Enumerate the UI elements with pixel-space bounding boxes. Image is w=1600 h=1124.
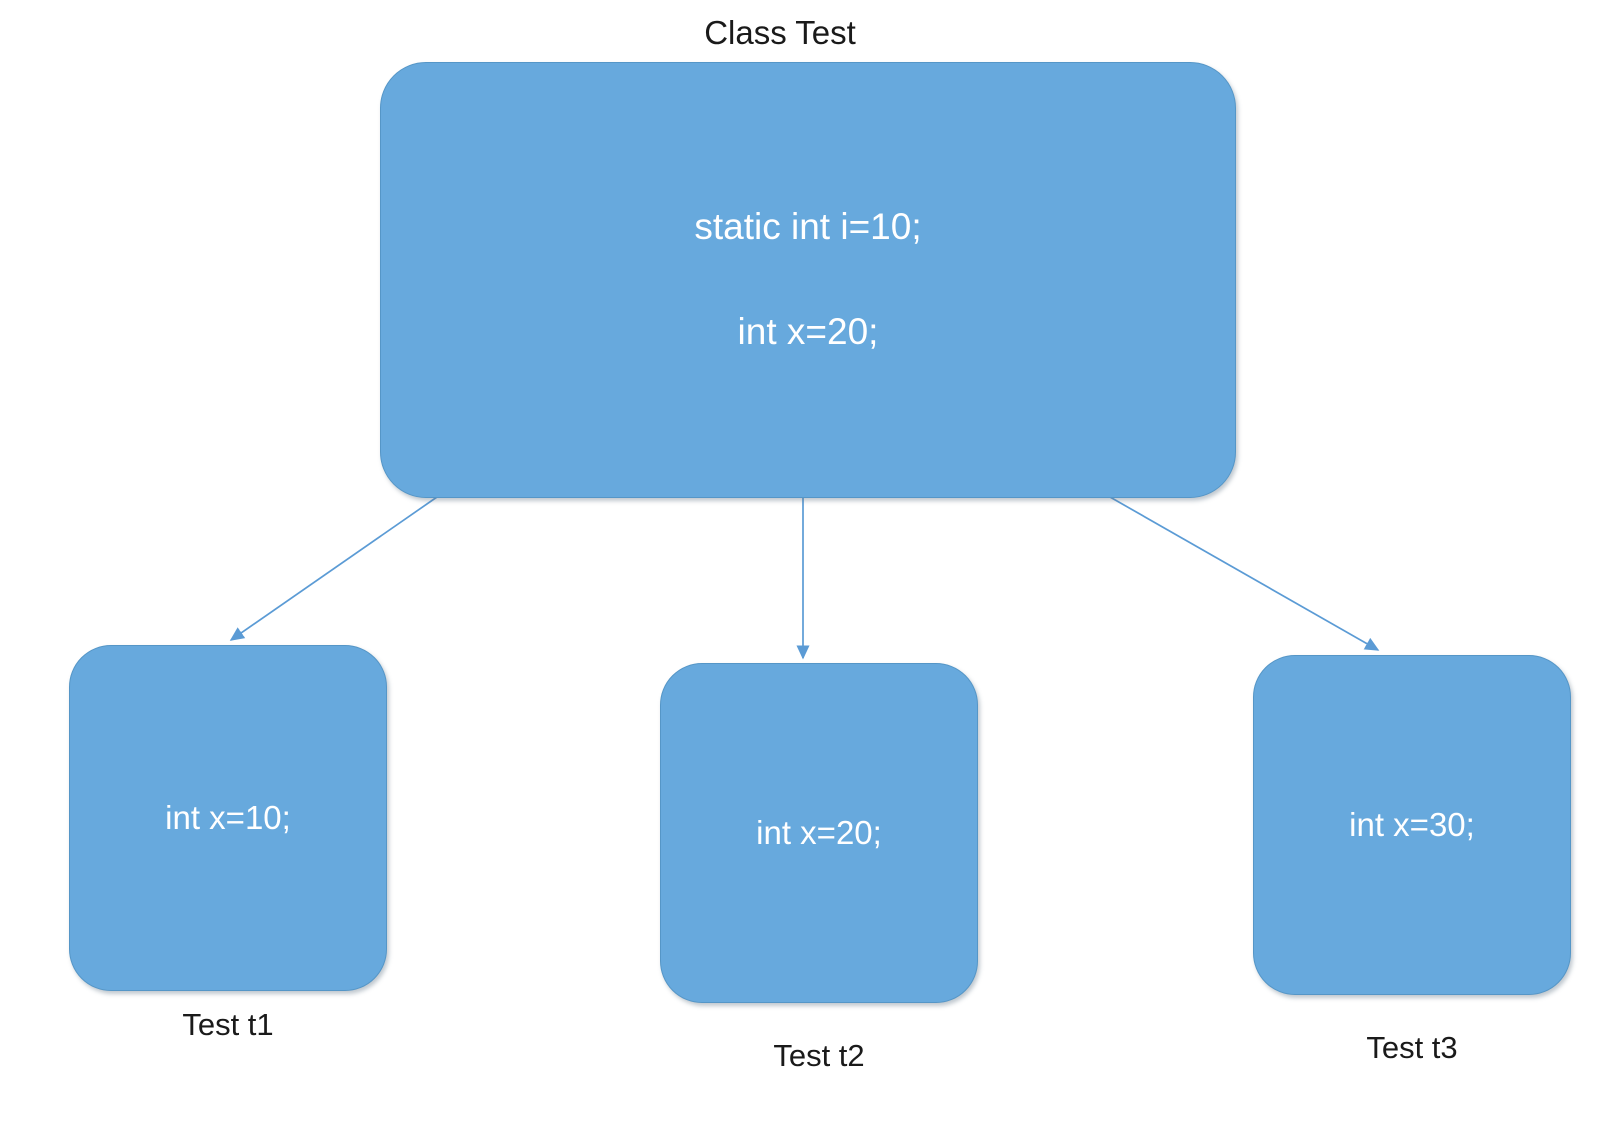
instance-field-t3-x: int x=30; <box>1349 805 1475 843</box>
instance-caption-t1: Test t1 <box>182 1007 274 1042</box>
instance-node-t1[interactable]: int x=10; <box>69 645 387 991</box>
instance-caption-t2: Test t2 <box>773 1038 865 1073</box>
class-field-x: int x=20; <box>737 311 879 352</box>
instance-node-t2[interactable]: int x=20; <box>660 663 978 1003</box>
edge-class-to-t3 <box>1109 496 1380 651</box>
edge-class-to-t1 <box>229 496 438 641</box>
class-field-static-i: static int i=10; <box>694 206 922 248</box>
instance-field-t2-x: int x=20; <box>756 813 882 851</box>
page-title: Class Test <box>704 14 856 51</box>
class-node-test[interactable]: static int i=10; int x=20; <box>380 62 1236 498</box>
instance-field-t1-x: int x=10; <box>165 798 291 836</box>
instance-node-t3[interactable]: int x=30; <box>1253 655 1571 995</box>
instance-caption-t3: Test t3 <box>1366 1030 1458 1065</box>
